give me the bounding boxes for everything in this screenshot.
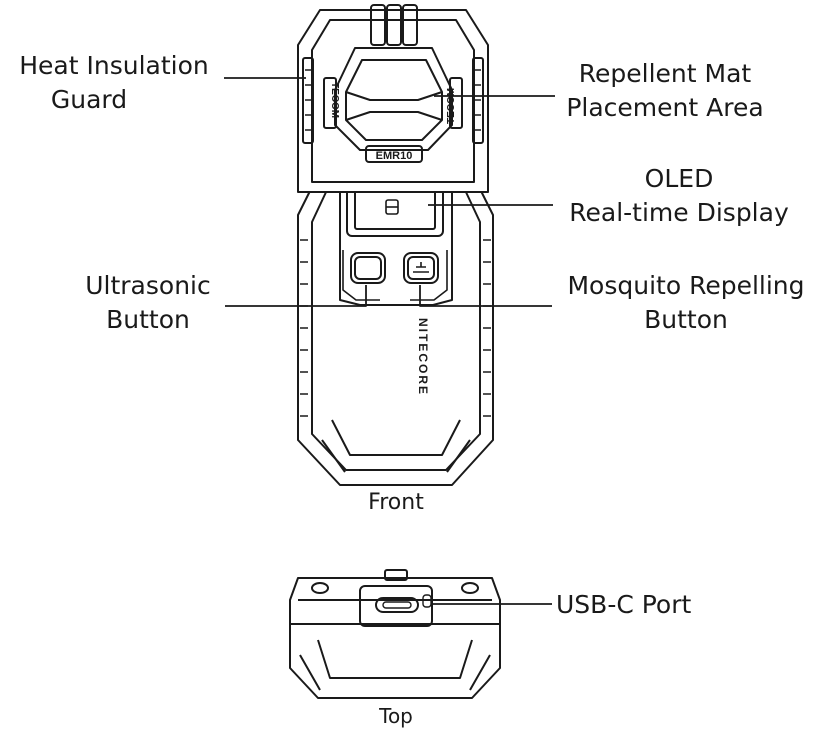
brand-side-right-text: TECOM <box>446 88 457 124</box>
label-line: Button <box>106 305 190 334</box>
usb-c-port-label: USB-C Port <box>556 590 692 619</box>
top-caption: Top <box>379 704 413 728</box>
heat-insulation-guard-shape <box>297 4 489 193</box>
label-line: Ultrasonic <box>85 271 211 300</box>
label-line: Placement Area <box>566 93 764 122</box>
oled-display-label: OLED Real-time Display <box>556 162 802 230</box>
mosquito-button-shape <box>403 252 439 284</box>
top-view-shape <box>289 569 501 699</box>
label-line: Mosquito Repelling <box>567 271 805 300</box>
ultrasonic-button-shape <box>350 252 386 284</box>
label-line: Guard <box>50 85 128 114</box>
heat-insulation-guard-label: Heat Insulation Guard <box>8 49 220 117</box>
device-body <box>297 174 494 486</box>
label-line: Real-time Display <box>569 198 789 227</box>
label-line: Heat Insulation <box>19 51 209 80</box>
usb-c-port-shape <box>375 594 432 613</box>
repellent-mat-area-label: Repellent Mat Placement Area <box>556 57 774 125</box>
brand-body-text: NITECORE <box>416 318 430 396</box>
label-line: Repellent Mat <box>578 59 752 88</box>
leader-lines <box>224 77 555 605</box>
model-plate-text: EMR10 <box>376 150 413 162</box>
front-caption: Front <box>368 490 424 515</box>
mosquito-button-label: Mosquito Repelling Button <box>554 269 818 337</box>
label-line: OLED <box>644 164 714 193</box>
label-line: Button <box>644 305 728 334</box>
button-guards <box>342 250 448 301</box>
ultrasonic-button-label: Ultrasonic Button <box>72 269 224 337</box>
brand-side-left-text: TECOM <box>329 82 340 118</box>
